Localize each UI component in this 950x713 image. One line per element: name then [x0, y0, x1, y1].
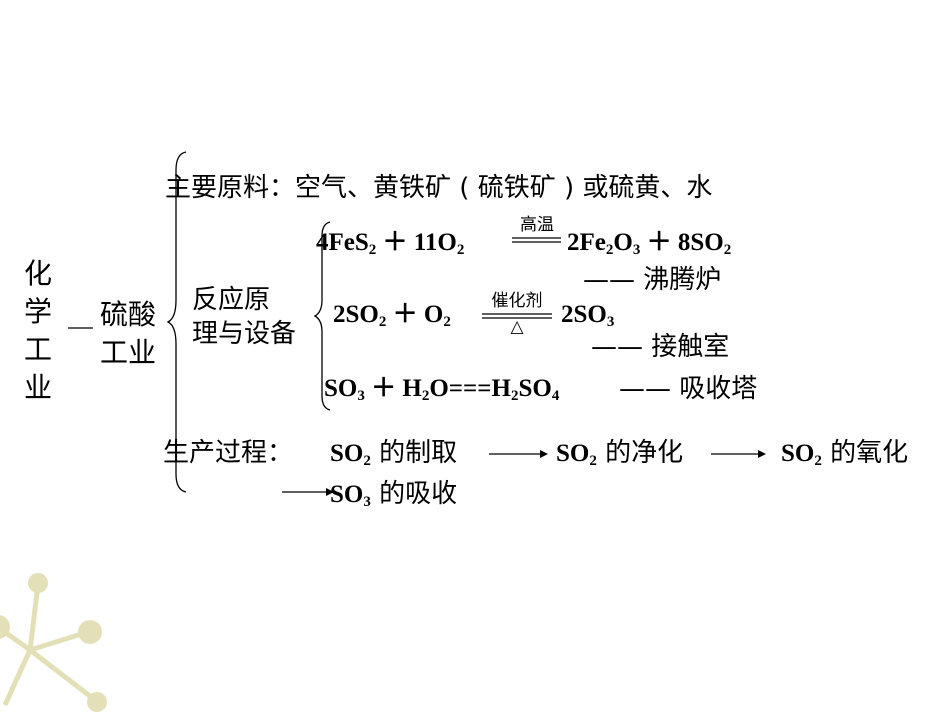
equation-2-heat: △	[510, 317, 524, 337]
root-char: 化	[24, 257, 53, 290]
process-step-4: SO3 的吸收	[330, 479, 458, 510]
equation-1-condition: 高温	[520, 215, 554, 235]
process-step-3: SO2 的氧化	[781, 438, 909, 469]
root-char: 业	[24, 371, 53, 404]
main-brace	[166, 151, 187, 493]
root-char: 工	[24, 333, 53, 366]
raw-materials-label: 主要原料：	[165, 173, 296, 203]
equipment-contact-chamber: —— 接触室	[591, 332, 730, 362]
branch-title: 硫酸 工业	[100, 296, 156, 372]
process-step-1: SO2 的制取	[330, 438, 458, 469]
equation-2-catalyst: 催化剂	[491, 291, 543, 311]
branch-line: 工业	[100, 336, 157, 369]
equation-1-right: 2Fe2O3 ＋ 8SO2	[567, 229, 732, 258]
branch-line: 硫酸	[100, 298, 157, 331]
equation-3: SO3 ＋ H2O===H2SO4	[324, 375, 560, 404]
equation-2-left: 2SO2 ＋ O2	[333, 301, 451, 330]
equation-2-right: 2SO3	[561, 301, 615, 330]
process-step-2: SO2 的净化	[556, 438, 684, 469]
raw-materials-row: 主要原料：空气、黄铁矿 ( 硫铁矿 ) 或硫黄、水	[165, 173, 712, 203]
process-label: 生产过程：	[163, 438, 294, 468]
principle-line: 理与设备	[192, 319, 297, 349]
root-title: 化 学 工 业	[24, 255, 52, 407]
raw-materials-text: 空气、黄铁矿 ( 硫铁矿 ) 或硫黄、水	[295, 173, 713, 203]
equation-1-left: 4FeS2 ＋ 11O2	[316, 229, 465, 258]
principle-label: 反应原 理与设备	[192, 283, 296, 351]
principle-line: 反应原	[192, 285, 271, 315]
sub-brace	[313, 221, 331, 411]
equipment-boiling-furnace: —— 沸腾炉	[583, 265, 722, 295]
equipment-absorption-tower: —— 吸收塔	[619, 374, 758, 404]
root-char: 学	[24, 295, 53, 328]
